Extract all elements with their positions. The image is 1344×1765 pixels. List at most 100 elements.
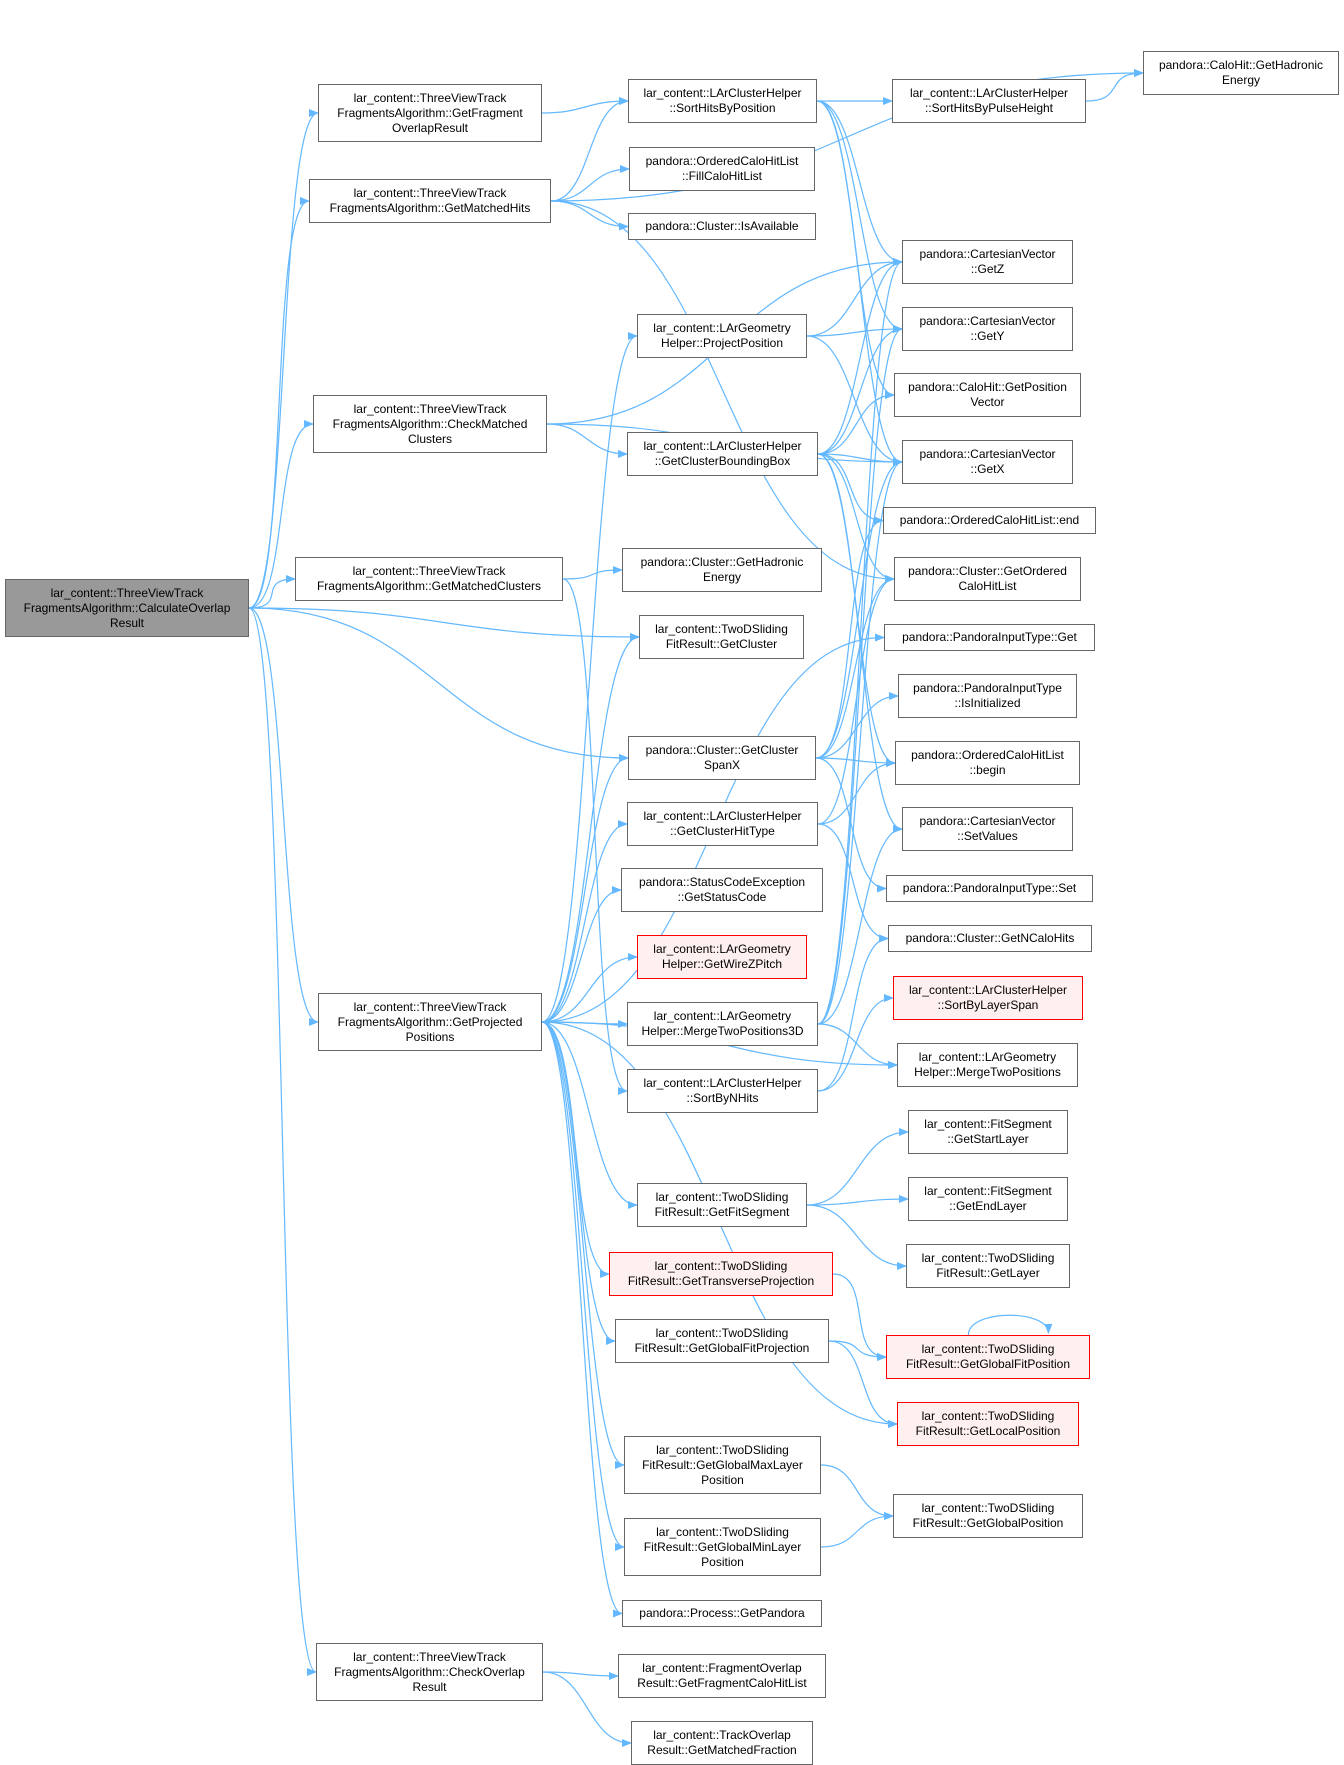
node-get-fit-segment[interactable]: lar_content::TwoDSliding FitResult::GetF… xyxy=(637,1183,807,1227)
node-get-fragment-calo-hit-list[interactable]: lar_content::FragmentOverlap Result::Get… xyxy=(618,1654,826,1698)
call-edge xyxy=(817,325,903,455)
call-edge xyxy=(248,607,640,641)
call-edge xyxy=(248,109,319,609)
call-edge xyxy=(806,335,903,466)
call-edge xyxy=(817,1023,898,1069)
node-get-global-position[interactable]: lar_content::TwoDSliding FitResult::GetG… xyxy=(893,1494,1083,1538)
call-edge xyxy=(806,1128,909,1206)
call-edge xyxy=(541,886,622,1023)
node-get-projected-positions[interactable]: lar_content::ThreeViewTrack FragmentsAlg… xyxy=(318,993,542,1051)
call-edge xyxy=(820,1464,894,1520)
call-edge xyxy=(817,994,894,1092)
node-merge-two-positions-3d[interactable]: lar_content::LArGeometry Helper::MergeTw… xyxy=(627,1002,818,1046)
node-get-matched-fraction[interactable]: lar_content::TrackOverlap Result::GetMat… xyxy=(631,1721,813,1765)
node-calo-hit-get-hadronic-energy[interactable]: pandora::CaloHit::GetHadronic Energy xyxy=(1143,51,1339,95)
node-get-cluster-span-x[interactable]: pandora::Cluster::GetCluster SpanX xyxy=(628,736,816,780)
call-edge xyxy=(541,1021,638,1209)
node-get-transverse-projection[interactable]: lar_content::TwoDSliding FitResult::GetT… xyxy=(609,1252,833,1296)
node-ordered-calo-hit-list-end[interactable]: pandora::OrderedCaloHitList::end xyxy=(883,507,1096,534)
node-get-global-min-layer-position[interactable]: lar_content::TwoDSliding FitResult::GetG… xyxy=(624,1518,821,1576)
call-edge xyxy=(541,820,628,1023)
call-edge xyxy=(815,575,895,759)
call-edge xyxy=(967,1314,1053,1336)
call-edge xyxy=(248,607,317,1676)
call-edge xyxy=(806,258,903,337)
call-edge xyxy=(542,1671,632,1747)
node-get-n-calo-hits[interactable]: pandora::Cluster::GetNCaloHits xyxy=(888,925,1092,952)
node-get-cluster[interactable]: lar_content::TwoDSliding FitResult::GetC… xyxy=(639,615,804,659)
node-get-position-vector[interactable]: pandora::CaloHit::GetPosition Vector xyxy=(894,373,1081,417)
node-get-status-code[interactable]: pandora::StatusCodeException ::GetStatus… xyxy=(621,868,823,912)
call-edge xyxy=(820,1512,894,1548)
node-cluster-get-hadronic-energy[interactable]: pandora::Cluster::GetHadronic Energy xyxy=(622,548,822,592)
node-ordered-calo-hit-list-begin[interactable]: pandora::OrderedCaloHitList ::begin xyxy=(895,741,1080,785)
node-get-wire-z-pitch[interactable]: lar_content::LArGeometry Helper::GetWire… xyxy=(637,935,807,979)
node-get-global-fit-position[interactable]: lar_content::TwoDSliding FitResult::GetG… xyxy=(886,1335,1090,1379)
node-merge-two-positions[interactable]: lar_content::LArGeometry Helper::MergeTw… xyxy=(897,1043,1078,1087)
call-edge xyxy=(816,100,903,466)
node-get-matched-clusters[interactable]: lar_content::ThreeViewTrack FragmentsAlg… xyxy=(295,557,563,601)
node-fill-calo-hit-list[interactable]: pandora::OrderedCaloHitList ::FillCaloHi… xyxy=(629,147,815,191)
call-edge xyxy=(817,453,903,466)
node-set-values[interactable]: pandora::CartesianVector ::SetValues xyxy=(902,807,1073,851)
node-get-ordered-calo-hit-list[interactable]: pandora::Cluster::GetOrdered CaloHitList xyxy=(894,557,1081,601)
node-get-cluster-hit-type[interactable]: lar_content::LArClusterHelper ::GetClust… xyxy=(627,802,818,846)
node-check-matched-clusters[interactable]: lar_content::ThreeViewTrack FragmentsAlg… xyxy=(313,395,547,453)
call-edge xyxy=(541,1021,623,1618)
call-edge xyxy=(817,934,889,1092)
node-calculate-overlap-result[interactable]: lar_content::ThreeViewTrack FragmentsAlg… xyxy=(5,579,249,637)
node-get-global-max-layer-position[interactable]: lar_content::TwoDSliding FitResult::GetG… xyxy=(624,1436,821,1494)
call-edge xyxy=(817,391,895,455)
call-edge xyxy=(550,165,630,202)
call-edge xyxy=(248,197,310,609)
call-edge xyxy=(546,423,628,458)
node-sort-hits-by-position[interactable]: lar_content::LArClusterHelper ::SortHits… xyxy=(628,79,817,123)
call-edge xyxy=(817,458,903,1025)
call-edge xyxy=(1085,69,1144,102)
node-sort-by-layer-span[interactable]: lar_content::LArClusterHelper ::SortByLa… xyxy=(893,976,1083,1020)
call-edge xyxy=(828,1340,898,1428)
node-get-layer[interactable]: lar_content::TwoDSliding FitResult::GetL… xyxy=(906,1244,1070,1288)
node-project-position[interactable]: lar_content::LArGeometry Helper::Project… xyxy=(637,314,807,358)
node-get-x[interactable]: pandora::CartesianVector ::GetX xyxy=(902,440,1073,484)
call-edge xyxy=(541,332,638,1023)
call-edge xyxy=(817,453,895,583)
call-edge xyxy=(817,258,903,1025)
call-edge xyxy=(562,566,623,580)
node-is-available[interactable]: pandora::Cluster::IsAvailable xyxy=(628,213,816,240)
node-get-cluster-bounding-box[interactable]: lar_content::LArClusterHelper ::GetClust… xyxy=(627,432,818,476)
call-edge xyxy=(541,97,629,114)
call-edge xyxy=(541,953,638,1023)
node-get-fragment-overlap-result[interactable]: lar_content::ThreeViewTrack FragmentsAlg… xyxy=(318,84,542,142)
node-pandora-input-type-is-initialized[interactable]: pandora::PandoraInputType ::IsInitialize… xyxy=(898,674,1077,718)
node-get-start-layer[interactable]: lar_content::FitSegment ::GetStartLayer xyxy=(908,1110,1068,1154)
call-edge xyxy=(541,1021,625,1469)
call-edge xyxy=(248,607,629,762)
node-sort-by-n-hits[interactable]: lar_content::LArClusterHelper ::SortByNH… xyxy=(627,1069,818,1113)
call-edge xyxy=(541,754,629,1023)
call-edge xyxy=(806,1195,909,1206)
call-edge xyxy=(817,575,895,825)
call-edge xyxy=(248,607,319,1026)
call-edge xyxy=(806,1204,907,1270)
call-edge xyxy=(817,823,889,943)
node-get-end-layer[interactable]: lar_content::FitSegment ::GetEndLayer xyxy=(908,1177,1068,1221)
node-check-overlap-result[interactable]: lar_content::ThreeViewTrack FragmentsAlg… xyxy=(316,1643,543,1701)
call-edge xyxy=(248,575,296,609)
node-pandora-input-type-set[interactable]: pandora::PandoraInputType::Set xyxy=(886,875,1093,902)
node-pandora-input-type-get[interactable]: pandora::PandoraInputType::Get xyxy=(884,624,1095,651)
call-edge xyxy=(816,100,903,266)
call-edge xyxy=(828,1340,887,1361)
node-get-global-fit-projection[interactable]: lar_content::TwoDSliding FitResult::GetG… xyxy=(615,1319,829,1363)
node-sort-hits-by-pulse-height[interactable]: lar_content::LArClusterHelper ::SortHits… xyxy=(892,79,1086,123)
node-get-pandora[interactable]: pandora::Process::GetPandora xyxy=(622,1600,822,1627)
call-edge xyxy=(806,325,903,337)
node-get-matched-hits[interactable]: lar_content::ThreeViewTrack FragmentsAlg… xyxy=(309,179,551,223)
node-get-local-position[interactable]: lar_content::TwoDSliding FitResult::GetL… xyxy=(897,1402,1079,1446)
node-get-y[interactable]: pandora::CartesianVector ::GetY xyxy=(902,307,1073,351)
call-edge xyxy=(817,258,903,455)
call-edge xyxy=(541,1021,625,1551)
call-edge xyxy=(248,420,314,609)
node-get-z[interactable]: pandora::CartesianVector ::GetZ xyxy=(902,240,1073,284)
